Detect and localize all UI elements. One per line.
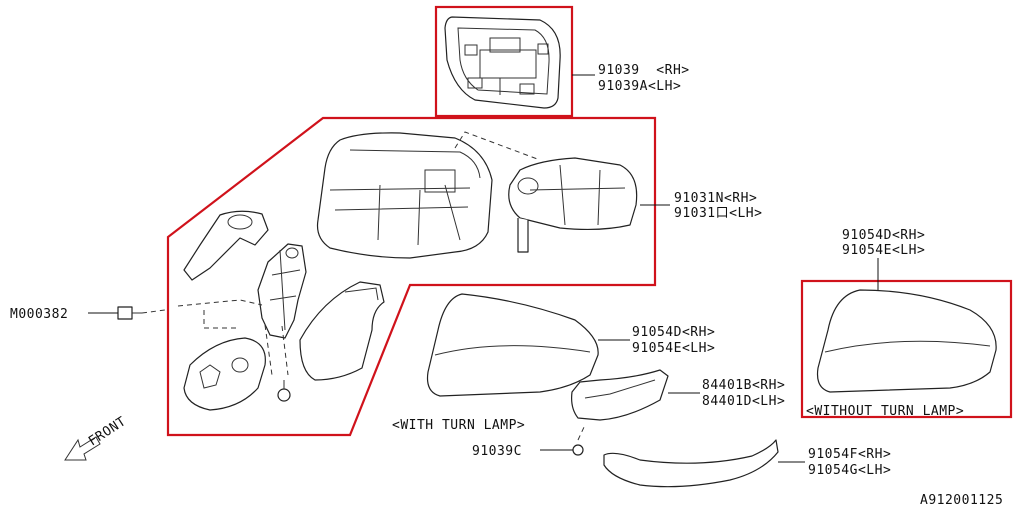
label-91054f-rh: 91054F<RH> <box>808 447 891 462</box>
figure-code: A912001125 <box>920 493 1003 508</box>
label-without-turn-lamp: <WITHOUT TURN LAMP> <box>806 404 964 419</box>
label-84401d-lh: 84401D<LH> <box>702 394 785 409</box>
mirror-housing-part[interactable] <box>316 132 493 259</box>
label-91031-lh: 91031口<LH> <box>674 206 762 221</box>
label-84401b-rh: 84401B<RH> <box>702 378 785 393</box>
turn-lamp-part[interactable] <box>571 369 669 421</box>
frame-mirror-glass[interactable] <box>434 5 574 118</box>
label-91054d-rh-mid: 91054D<RH> <box>632 325 715 340</box>
mirror-cover-inner-part[interactable] <box>299 281 385 381</box>
label-91031n-rh: 91031N<RH> <box>674 191 757 206</box>
label-91039-rh: 91039 <RH> <box>598 63 690 78</box>
label-91054g-lh: 91054G<LH> <box>808 463 891 478</box>
mount-screw[interactable] <box>277 380 291 402</box>
garnish-part[interactable] <box>603 439 779 488</box>
mirror-cover-with-turn-lamp[interactable] <box>426 293 599 397</box>
frame-mirror-assembly[interactable] <box>166 116 657 437</box>
frame-cover-without-turn-lamp[interactable] <box>800 279 1013 419</box>
label-91054e-lh-mid: 91054E<LH> <box>632 341 715 356</box>
label-91054e-lh-top: 91054E<LH> <box>842 243 925 258</box>
mirror-base-plate-part[interactable] <box>183 337 266 411</box>
label-91039a-lh: 91039A<LH> <box>598 79 681 94</box>
screw-91039c[interactable] <box>572 424 586 456</box>
label-m000382: M000382 <box>10 307 68 322</box>
label-91054d-rh-top: 91054D<RH> <box>842 228 925 243</box>
bolt-m000382[interactable] <box>117 306 142 320</box>
front-arrow-icon <box>64 436 101 461</box>
label-front: FRONT <box>86 414 129 449</box>
mirror-base-cover-part[interactable] <box>183 210 269 281</box>
label-91039c: 91039C <box>472 444 522 459</box>
mirror-bracket-part[interactable] <box>257 243 307 339</box>
label-with-turn-lamp: <WITH TURN LAMP> <box>392 418 525 433</box>
mirror-actuator-part[interactable] <box>508 157 638 253</box>
mirror-cover-without-turn-lamp[interactable] <box>816 289 997 393</box>
mirror-glass-part[interactable] <box>444 16 561 109</box>
